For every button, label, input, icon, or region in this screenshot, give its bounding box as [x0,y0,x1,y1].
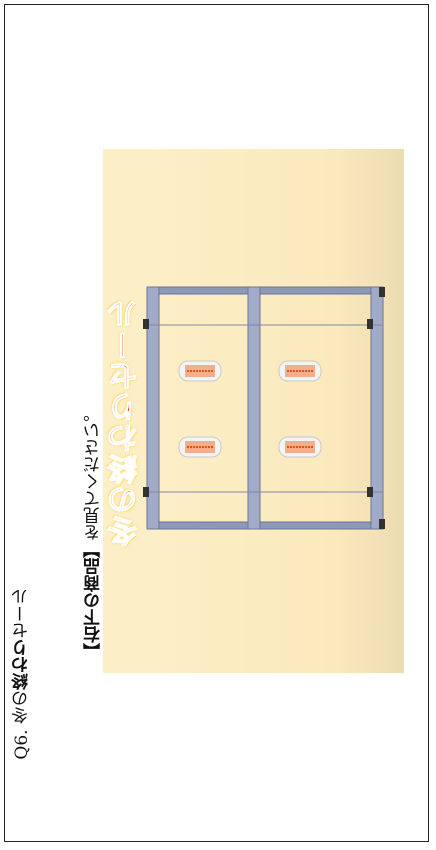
question-number: Q6. [12,729,32,760]
question-title-pre: 冬の [12,690,32,724]
heater-top-right [178,360,222,382]
instruction-text: を見てください。 [84,405,104,541]
heater-bottom-right [278,360,322,382]
heater-bottom-left [278,436,322,458]
sale-banner: 冬の終わりセール [107,297,143,546]
question-title: Q6. 冬の終わりセール [12,588,32,760]
shelf-frame [143,286,385,530]
question-instruction: 【右下の商品】を見てください。 [84,405,104,660]
page-frame [4,4,429,842]
heater-top-left [178,436,222,458]
question-title-post: セール [12,588,32,639]
question-title-bold: 終わり [12,639,32,690]
instruction-bold: 【右下の商品】 [84,541,104,660]
shelf-illustration [143,286,385,530]
